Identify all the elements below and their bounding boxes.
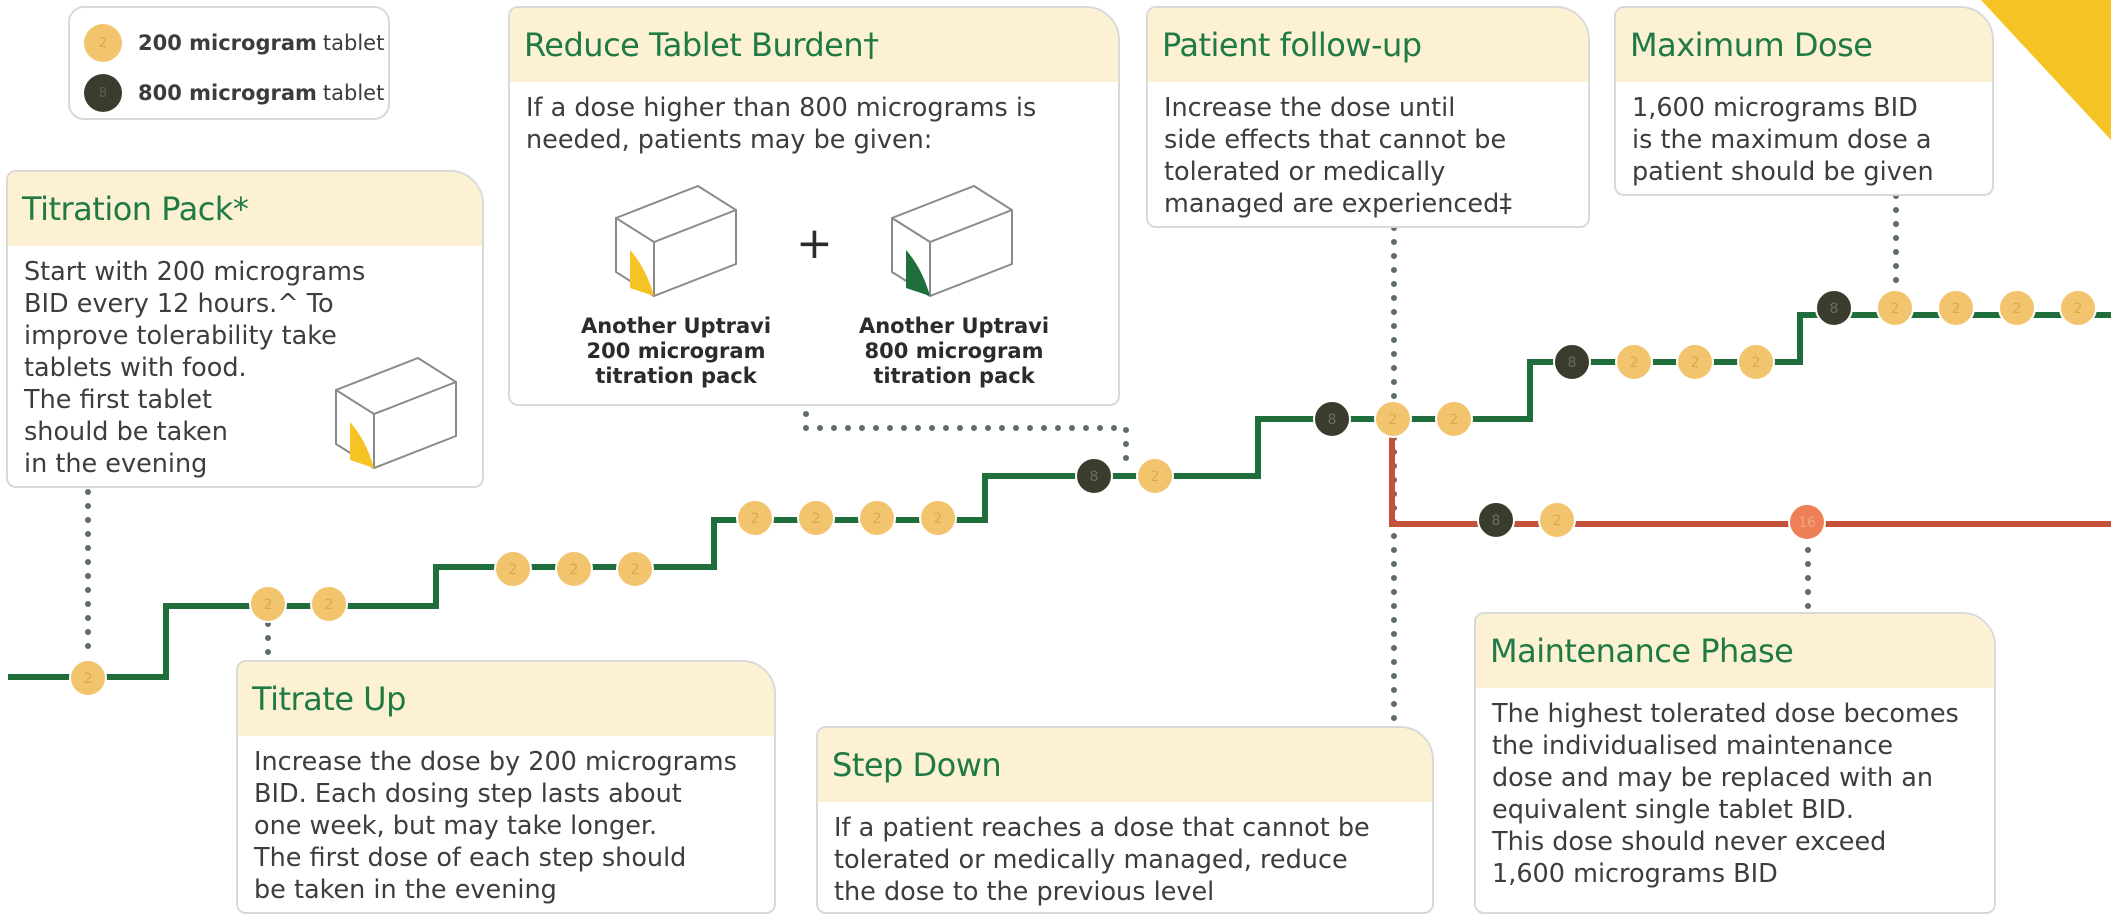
tablet-200-icon xyxy=(1538,501,1576,539)
maintenance-phase-card: Maintenance Phase The highest tolerated … xyxy=(1474,612,1996,914)
patient-follow-up-card: Patient follow-up Increase the dose unti… xyxy=(1146,6,1590,228)
step-down-line xyxy=(1389,420,2111,527)
dotted-connector-2 xyxy=(803,411,1129,473)
tablet-200-mark: 2 xyxy=(2013,301,2022,317)
tablet-800-mark: 8 xyxy=(1830,301,1839,317)
tablet-200-icon: 2 xyxy=(84,24,122,62)
tablet-200-mark: 2 xyxy=(873,511,882,527)
tablet-200-icon xyxy=(1998,289,2036,327)
titration-pack-card: Titration Pack* Start with 200 microgram… xyxy=(6,170,484,488)
tablet-200-mark: 2 xyxy=(570,562,579,578)
tablet-200-mark: 2 xyxy=(509,562,518,578)
tablet-200-icon xyxy=(1676,343,1714,381)
pack-800-label: Another Uptravi 800 microgram titration … xyxy=(858,314,1050,388)
maximum-dose-title: Maximum Dose xyxy=(1630,26,1873,64)
tablet-200-icon xyxy=(797,499,835,537)
tablet-800-icon xyxy=(1815,289,1853,327)
titrate-up-card: Titrate Up Increase the dose by 200 micr… xyxy=(236,660,776,914)
tablet-200-icon xyxy=(858,499,896,537)
legend-200: 2 200 microgram tablet xyxy=(84,24,384,62)
tablet-200-icon xyxy=(736,499,774,537)
tablet-800-icon xyxy=(1553,343,1591,381)
titration-pack-box-icon xyxy=(335,356,457,470)
maximum-dose-text: 1,600 micrograms BID is the maximum dose… xyxy=(1632,93,1934,187)
titration-pack-text: Start with 200 micrograms BID every 12 h… xyxy=(24,257,366,479)
tablet-200-mark: 2 xyxy=(264,597,273,613)
tablet-200-mark: 2 xyxy=(631,562,640,578)
tablet-200-mark: 2 xyxy=(812,511,821,527)
tablet-200-mark: 2 xyxy=(1389,412,1398,428)
legend-200-strength: 200 microgram xyxy=(138,31,317,55)
tablet-800-mark: 8 xyxy=(1568,355,1577,371)
legend-800: 8 800 microgram tablet xyxy=(84,74,384,112)
tablet-200-icon xyxy=(1374,400,1412,438)
tablet-800-icon xyxy=(1313,400,1351,438)
titrate-up-title: Titrate Up xyxy=(252,680,406,718)
maintenance-phase-title: Maintenance Phase xyxy=(1490,632,1794,670)
plus-sign: + xyxy=(796,218,833,269)
tablet-800-icon: 8 xyxy=(84,74,122,112)
tablet-800-icon xyxy=(1477,501,1515,539)
tablet-200-mark: 2 xyxy=(1891,301,1900,317)
tablet-200-icon xyxy=(494,550,532,588)
patient-follow-up-text: Increase the dose until side effects tha… xyxy=(1164,93,1513,219)
tablet-200-mark: 2 xyxy=(84,671,93,687)
step-down-text: If a patient reaches a dose that cannot … xyxy=(834,813,1370,907)
tablet-200-icon xyxy=(1435,400,1473,438)
pack-800-box-icon xyxy=(891,184,1013,298)
corner-accent xyxy=(1981,0,2111,140)
step-down-card: Step Down If a patient reaches a dose th… xyxy=(816,726,1434,914)
tablet-200-icon xyxy=(555,550,593,588)
tablet-200-icon xyxy=(1937,289,1975,327)
tablet-200-icon xyxy=(1136,457,1174,495)
titration-pack-title: Titration Pack* xyxy=(22,190,249,228)
maintenance-phase-text: The highest tolerated dose becomes the i… xyxy=(1492,699,1959,889)
tablet-200-mark: 2 xyxy=(751,511,760,527)
maximum-dose-card: Maximum Dose 1,600 micrograms BID is the… xyxy=(1614,6,1994,196)
patient-follow-up-title: Patient follow-up xyxy=(1162,26,1422,64)
tablet-200-mark: 2 xyxy=(934,511,943,527)
tablet-200-mark: 2 xyxy=(1952,301,1961,317)
reduce-tablet-burden-text: If a dose higher than 800 micrograms is … xyxy=(526,93,1037,155)
tablet-1600-icon xyxy=(1788,503,1826,541)
reduce-tablet-burden-card: Reduce Tablet Burden† If a dose higher t… xyxy=(508,6,1120,406)
step-down-title: Step Down xyxy=(832,746,1002,784)
tablet-200-icon xyxy=(310,585,348,623)
pack-200-label: Another Uptravi 200 microgram titration … xyxy=(580,314,772,388)
tablet-200-mark: 2 xyxy=(2074,301,2083,317)
tablet-200-mark: 2 xyxy=(1691,355,1700,371)
legend-200-word: tablet xyxy=(322,31,385,55)
tablet-200-mark: 2 xyxy=(1450,412,1459,428)
tablet-200-mark: 2 xyxy=(1151,469,1160,485)
tablet-200-icon xyxy=(1615,343,1653,381)
tablet-200-icon xyxy=(69,659,107,697)
tablet-200-mark: 2 xyxy=(1553,513,1562,529)
tablet-800-icon xyxy=(1075,457,1113,495)
tablet-200-icon xyxy=(919,499,957,537)
pack-200-box-icon xyxy=(615,184,737,298)
tablet-200-mark: 2 xyxy=(325,597,334,613)
tablet-200-icon xyxy=(2059,289,2097,327)
legend-800-strength: 800 microgram xyxy=(138,81,317,105)
legend-800-word: tablet xyxy=(322,81,385,105)
tablet-200-icon xyxy=(249,585,287,623)
tablet-200-icon xyxy=(1876,289,1914,327)
tablet-200-icon xyxy=(1737,343,1775,381)
tablet-1600-mark: 16 xyxy=(1798,515,1816,531)
tablet-800-mark: 8 xyxy=(1492,513,1501,529)
tablet-800-mark: 8 xyxy=(1328,412,1337,428)
tablet-200-mark: 2 xyxy=(1752,355,1761,371)
tablet-200-icon xyxy=(616,550,654,588)
reduce-tablet-burden-title: Reduce Tablet Burden† xyxy=(524,26,879,64)
titrate-up-text: Increase the dose by 200 micrograms BID.… xyxy=(254,747,737,905)
titration-line xyxy=(8,312,2111,680)
tablet-800-mark: 8 xyxy=(1090,469,1099,485)
tablet-200-mark: 2 xyxy=(1630,355,1639,371)
tablet-legend: 2 200 microgram tablet 8 800 microgram t… xyxy=(68,6,390,120)
